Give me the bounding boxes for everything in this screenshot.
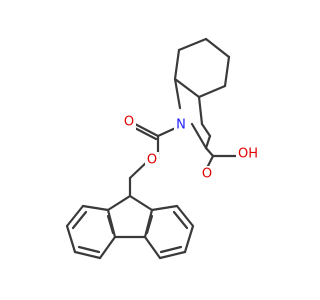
label-background [236, 146, 260, 162]
structure-diagram: N O OH O O [65, 37, 260, 260]
molecule-canvas: N O OH O O [65, 37, 260, 260]
fluorene-five-ring [106, 194, 154, 239]
atom-labels: N O OH O O [122, 114, 260, 182]
label-background [200, 166, 214, 182]
bond [204, 146, 215, 158]
bond [98, 235, 117, 260]
bond [71, 210, 88, 230]
bond [177, 37, 208, 52]
bond [173, 77, 182, 110]
bond [190, 122, 208, 150]
bond [200, 122, 212, 138]
bond [204, 134, 212, 150]
bond [173, 48, 181, 81]
bond [133, 122, 160, 138]
bond [150, 204, 179, 212]
cyclohexane-ring [173, 37, 231, 99]
bond [204, 37, 231, 59]
bond [183, 224, 195, 254]
carbamate-carbonyl-oxygen-label: O [124, 115, 134, 130]
bond [77, 245, 101, 254]
acid-carbonyl-oxygen-label: O [202, 167, 212, 182]
bond [81, 204, 110, 212]
bond [223, 55, 231, 88]
label-background [174, 117, 188, 133]
bond [73, 250, 102, 260]
carbamate-ester-oxygen-label: O [147, 153, 157, 168]
bond [106, 194, 132, 212]
bond [145, 214, 154, 235]
bond [172, 210, 189, 230]
carbamate-group [128, 122, 182, 180]
bond [175, 204, 195, 228]
bond [128, 194, 154, 212]
bond [106, 214, 115, 235]
bond [65, 224, 77, 254]
bond [197, 95, 204, 126]
bond [159, 245, 183, 254]
bond [65, 204, 85, 228]
bond [143, 235, 162, 260]
bond [173, 77, 201, 99]
bond [197, 84, 227, 99]
pyrrolidine-ring [173, 77, 212, 150]
right-benzene-ring [143, 204, 195, 260]
label-background [145, 152, 159, 168]
bond [131, 125, 158, 141]
nitrogen-atom-label: N [176, 118, 186, 133]
bond [158, 250, 187, 260]
left-benzene-ring [65, 204, 117, 260]
acid-hydroxyl-label: OH [238, 147, 258, 162]
label-background [122, 114, 136, 130]
